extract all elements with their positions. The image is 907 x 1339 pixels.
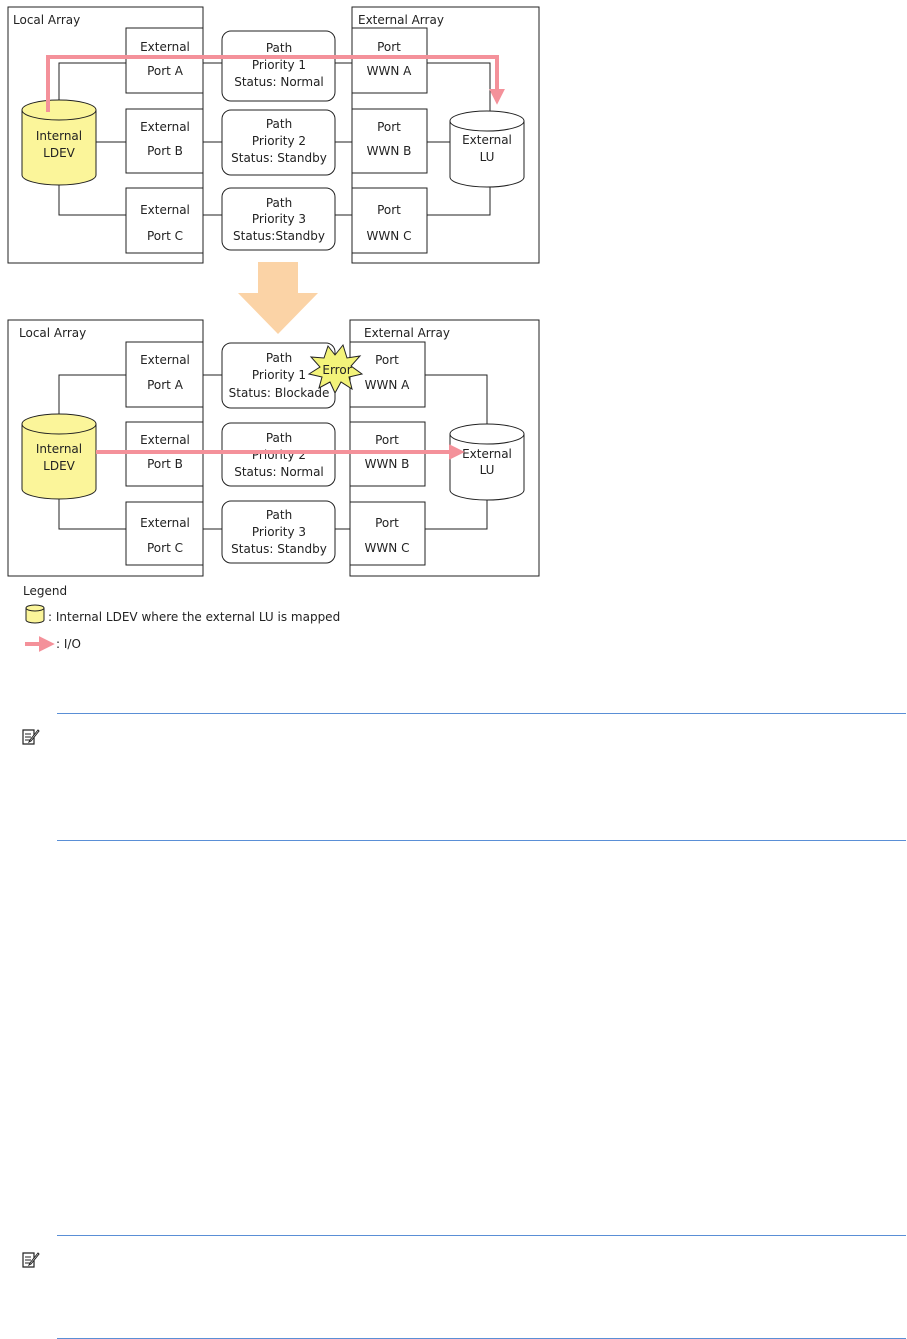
top-ldev-label-1: Internal [36, 129, 82, 143]
bottom-path-3-label: Path [266, 508, 292, 522]
note-1-bottom-rule [57, 840, 906, 841]
legend-io-desc: : I/O [56, 637, 81, 651]
top-lu-label-2: LU [480, 150, 495, 164]
top-port-a-label-1: External [140, 40, 190, 54]
bottom-path-2-box: Path Priority 2 Status: Normal [221, 422, 336, 487]
top-external-array-title: External Array [358, 13, 444, 27]
top-path-3-priority: Priority 3 [252, 212, 306, 226]
top-wwn-c-label-1: Port [377, 203, 401, 217]
top-wwn-c-label-2: WWN C [367, 229, 412, 243]
top-wwn-b-label-1: Port [377, 120, 401, 134]
bottom-internal-ldev-cylinder: Internal LDEV [21, 413, 97, 500]
top-io-arrow [46, 55, 505, 112]
top-lu-label-1: External [462, 133, 512, 147]
transition-down-arrow [238, 262, 318, 334]
bottom-wwn-c-label-1: Port [375, 516, 399, 530]
top-port-b-label-2: Port B [147, 144, 183, 158]
note-2-top-rule [57, 1235, 906, 1236]
top-path-2-status: Status: Standby [231, 151, 327, 165]
top-internal-ldev-cylinder: Internal LDEV [21, 99, 97, 186]
bottom-external-array-title: External Array [364, 326, 450, 340]
top-path-2-box: Path Priority 2 Status: Standby [221, 109, 336, 176]
top-port-c-box: External Port C [125, 187, 204, 254]
bottom-port-b-label-2: Port B [147, 457, 183, 471]
bottom-path-1-status: Status: Blockade [229, 386, 330, 400]
bottom-path-1-label: Path [266, 351, 292, 365]
top-path-2-priority: Priority 2 [252, 134, 306, 148]
bottom-panel: Local Array External Array Internal LDEV… [7, 319, 540, 577]
bottom-port-a-label-2: Port A [147, 378, 184, 392]
top-path-1-label: Path [266, 41, 292, 55]
bottom-connection-lines [58, 374, 488, 530]
top-path-1-box: Path Priority 1 Status: Normal [221, 30, 336, 102]
bottom-ldev-label-1: Internal [36, 442, 82, 456]
legend-ldev-desc: : Internal LDEV where the external LU is… [48, 610, 340, 624]
bottom-port-a-label-1: External [140, 353, 190, 367]
top-wwn-a-label-1: Port [377, 40, 401, 54]
top-wwn-a-label-2: WWN A [367, 64, 413, 78]
legend-title: Legend [23, 584, 67, 598]
top-path-3-status: Status:Standby [233, 229, 325, 243]
bottom-wwn-c-label-2: WWN C [365, 541, 410, 555]
legend-cylinder-icon [25, 604, 45, 624]
bottom-path-3-box: Path Priority 3 Status: Standby [221, 500, 336, 564]
bottom-port-c-label-1: External [140, 516, 190, 530]
bottom-lu-label-2: LU [480, 463, 495, 477]
top-local-array-title: Local Array [13, 13, 80, 27]
top-panel: Local Array External Array Internal LDEV [7, 6, 540, 264]
error-label: Error [322, 363, 351, 377]
top-port-b-box: External Port B [125, 108, 204, 174]
error-burst-icon: Error [307, 343, 364, 395]
top-path-3-box: Path Priority 3 Status:Standby [221, 187, 336, 251]
bottom-wwn-a-label-1: Port [375, 353, 399, 367]
bottom-wwn-b-label-1: Port [375, 433, 399, 447]
bottom-wwn-b-label-2: WWN B [365, 457, 410, 471]
bottom-path-3-status: Status: Standby [231, 542, 327, 556]
top-path-2-label: Path [266, 117, 292, 131]
bottom-external-lu-cylinder: External LU [449, 423, 525, 501]
top-port-c-label-2: Port C [147, 229, 183, 243]
top-path-3-label: Path [266, 196, 292, 210]
bottom-path-1-priority: Priority 1 [252, 368, 306, 382]
top-connection-lines [58, 62, 491, 216]
top-wwn-c-box: Port WWN C [351, 187, 428, 254]
bottom-ldev-label-2: LDEV [43, 459, 76, 473]
top-external-lu-cylinder: External LU [449, 110, 525, 188]
bottom-path-2-label: Path [266, 431, 292, 445]
bottom-port-c-box: External Port C [125, 501, 204, 566]
bottom-path-2-status: Status: Normal [234, 465, 324, 479]
top-path-1-priority: Priority 1 [252, 58, 306, 72]
note-1-top-rule [57, 713, 906, 714]
bottom-port-b-label-1: External [140, 433, 190, 447]
top-port-a-box: External Port A [125, 27, 204, 94]
bottom-port-a-box: External Port A [125, 341, 204, 408]
top-port-b-label-1: External [140, 120, 190, 134]
top-path-1-status: Status: Normal [234, 75, 324, 89]
top-wwn-b-label-2: WWN B [367, 144, 412, 158]
top-wwn-a-box: Port WWN A [351, 27, 428, 94]
bottom-wwn-c-box: Port WWN C [349, 501, 426, 566]
bottom-port-c-label-2: Port C [147, 541, 183, 555]
top-port-a-label-2: Port A [147, 64, 184, 78]
note-icon [22, 729, 40, 745]
note-icon [22, 1252, 40, 1268]
bottom-path-1-box: Path Priority 1 Status: Blockade [221, 342, 336, 409]
top-port-c-label-1: External [140, 203, 190, 217]
legend: Legend : Internal LDEV where the externa… [23, 584, 340, 652]
top-wwn-b-box: Port WWN B [351, 108, 428, 174]
bottom-wwn-a-label-2: WWN A [365, 378, 411, 392]
bottom-lu-label-1: External [462, 447, 512, 461]
bottom-local-array-title: Local Array [19, 326, 86, 340]
top-ldev-label-2: LDEV [43, 146, 76, 160]
bottom-path-3-priority: Priority 3 [252, 525, 306, 539]
